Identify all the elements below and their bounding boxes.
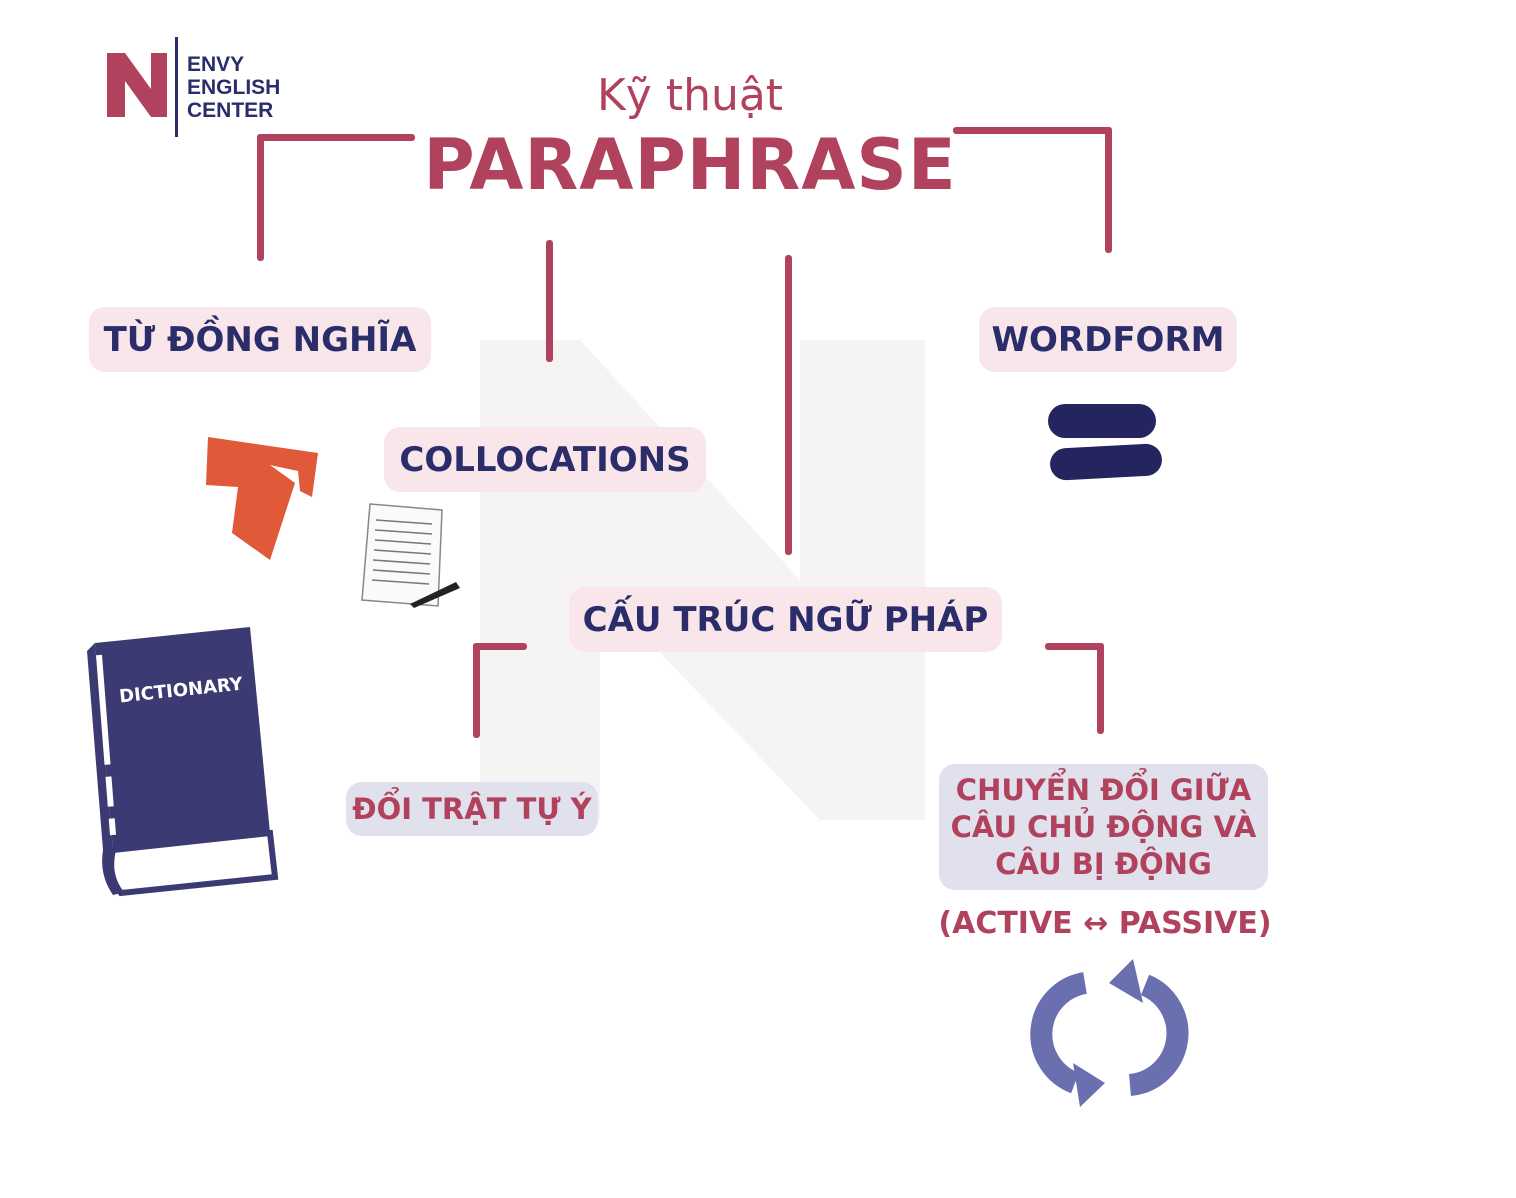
voice-line: CÂU CHỦ ĐỘNG VÀ <box>950 809 1257 844</box>
envy-logo: ENVY ENGLISH CENTER <box>105 35 295 140</box>
voice-line: CHUYỂN ĐỔI GIỮA <box>955 772 1252 807</box>
connector <box>257 134 264 261</box>
connector <box>785 255 792 555</box>
refresh-cycle-icon <box>1030 959 1189 1107</box>
voice-note: (ACTIVE ↔ PASSIVE) <box>938 906 1272 941</box>
connector <box>1045 643 1104 650</box>
logo-n-icon <box>107 53 167 117</box>
title-prefix: Kỹ thuật <box>596 70 784 121</box>
equals-icon <box>1048 404 1162 481</box>
logo-line: CENTER <box>187 99 274 122</box>
node-collocations: COLLOCATIONS <box>384 427 706 492</box>
logo-line: ENGLISH <box>187 76 281 99</box>
connector <box>1105 127 1112 253</box>
connector <box>953 127 1112 134</box>
connector <box>546 240 553 362</box>
node-voice: CHUYỂN ĐỔI GIỮA CÂU CHỦ ĐỘNG VÀ CÂU BỊ Đ… <box>939 764 1268 890</box>
t-letter-icon <box>206 437 318 560</box>
node-reorder: ĐỔI TRẬT TỰ Ý <box>346 782 598 836</box>
voice-line: CÂU BỊ ĐỘNG <box>995 846 1212 881</box>
connector <box>473 643 527 650</box>
connector <box>473 643 480 738</box>
page-title: PARAPHRASE <box>423 124 957 206</box>
connector <box>1097 643 1104 734</box>
watermark-n-logo <box>480 340 925 820</box>
connector <box>257 134 415 141</box>
node-synonyms: TỪ ĐỒNG NGHĨA <box>89 307 431 372</box>
node-wordform: WORDFORM <box>979 307 1237 372</box>
logo-line: ENVY <box>187 53 245 76</box>
node-grammar: CẤU TRÚC NGỮ PHÁP <box>569 587 1002 652</box>
dictionary-icon: DICTIONARY <box>85 625 285 900</box>
document-pen-icon <box>361 503 460 608</box>
